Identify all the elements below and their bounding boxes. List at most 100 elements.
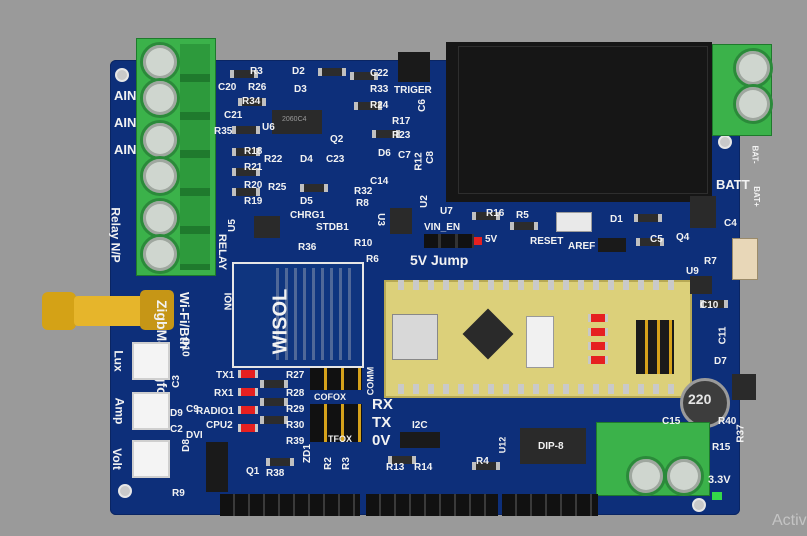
- terminal-screw: [140, 42, 180, 82]
- label-3v3: 3.3V: [708, 474, 731, 486]
- ref-r23: R23: [392, 130, 411, 141]
- label-relay: RELAY: [216, 233, 229, 271]
- label-ain-3: AIN: [114, 142, 137, 157]
- ref-d2: D2: [292, 66, 305, 77]
- ref-r18: R18: [244, 146, 263, 157]
- label-aref: AREF: [568, 241, 596, 252]
- smd-part: [318, 68, 346, 76]
- mounting-hole: [115, 68, 129, 82]
- ref-d4: D4: [300, 154, 313, 165]
- power-led: [712, 492, 722, 500]
- ref-d6: D6: [378, 148, 391, 159]
- ref-c2: C2: [170, 424, 183, 435]
- label-coil: 220: [688, 391, 712, 407]
- amp-sensor: [132, 392, 170, 430]
- ref-c23: C23: [326, 154, 345, 165]
- reset-button[interactable]: [556, 212, 592, 232]
- smd-part: [238, 98, 266, 106]
- ref-d10: D10: [179, 338, 191, 357]
- label-0v: 0V: [372, 432, 391, 449]
- ref-c20: C20: [218, 82, 237, 93]
- smd-part: [472, 212, 500, 220]
- smd-part: [232, 148, 260, 156]
- terminal-screw: [140, 120, 180, 160]
- label-amp: Amp: [112, 397, 127, 425]
- ic-u9: [690, 276, 712, 294]
- ref-r27: R27: [286, 370, 305, 381]
- ref-r5: R5: [516, 210, 529, 221]
- smd-part: [260, 398, 288, 406]
- ref-r26: R26: [248, 82, 267, 93]
- dvi-header: [206, 442, 228, 492]
- ref-r24: R24: [370, 100, 389, 111]
- ref-q2: Q2: [330, 134, 344, 145]
- ref-c3: C3: [170, 375, 182, 388]
- label-chip-mark: 2060C4: [282, 116, 307, 123]
- label-ion: ION: [221, 292, 233, 311]
- ref-u2: U2: [418, 195, 430, 208]
- ref-c7: C7: [398, 150, 411, 161]
- ref-r14: R14: [414, 462, 433, 473]
- ref-zd1: ZD1: [301, 444, 313, 463]
- tx-led: [238, 370, 258, 378]
- ref-r20: R20: [244, 180, 263, 191]
- ref-c4: C4: [724, 218, 737, 229]
- ref-cpu2: CPU2: [206, 420, 233, 431]
- ref-chrg1: CHRG1: [290, 210, 326, 221]
- label-bat-plus: BAT+: [751, 186, 761, 207]
- ref-r8: R8: [356, 198, 369, 209]
- ref-r25: R25: [268, 182, 287, 193]
- activation-watermark: Activ: [772, 512, 807, 529]
- ref-c8: C8: [424, 151, 436, 164]
- ref-radio1: RADIO1: [196, 406, 234, 417]
- smd-part: [260, 416, 288, 424]
- ref-d3: D3: [294, 84, 307, 95]
- label-i2c: I2C: [412, 420, 428, 431]
- smd-part: [354, 102, 382, 110]
- ref-r7: R7: [704, 256, 717, 267]
- label-ain-2: AIN: [114, 115, 137, 130]
- terminal-screw: [140, 234, 180, 274]
- ref-u6: U6: [262, 122, 275, 133]
- icsp-header: [636, 320, 674, 374]
- pin-row-top: [398, 280, 678, 290]
- ref-c22: C22: [370, 68, 389, 79]
- terminal-screw: [140, 78, 180, 118]
- ref-u12: U12: [497, 436, 508, 454]
- label-wisol: WISOL: [269, 288, 292, 355]
- smd-part: [372, 130, 400, 138]
- mounting-hole: [692, 498, 706, 512]
- ref-c21: C21: [224, 110, 243, 121]
- jst-connector: [732, 238, 758, 280]
- terminal-screw: [664, 456, 704, 496]
- smd-part: [636, 238, 664, 246]
- pin-row-bottom: [398, 384, 678, 394]
- ref-dvi: DVI: [186, 430, 203, 441]
- smd-part: [300, 184, 328, 192]
- reset-button-small[interactable]: [526, 316, 554, 368]
- label-tfox: TFOX: [328, 434, 352, 444]
- smd-part: [350, 72, 378, 80]
- terminal-screw: [733, 48, 773, 88]
- smd-part: [388, 456, 416, 464]
- smd-part: [232, 126, 260, 134]
- ref-c14: C14: [370, 176, 389, 187]
- label-reset: RESET: [530, 236, 564, 247]
- ref-r38: R38: [266, 468, 285, 479]
- ref-u5: U5: [226, 219, 238, 232]
- smd-part: [510, 222, 538, 230]
- ic-u6: [272, 110, 322, 134]
- ref-d7: D7: [714, 356, 727, 367]
- ref-r16: R16: [486, 208, 505, 219]
- ref-r13: R13: [386, 462, 405, 473]
- label-5v-jump: 5V Jump: [410, 252, 469, 268]
- smd-part: [232, 168, 260, 176]
- ref-u7: U7: [440, 206, 453, 217]
- label-triger: TRIGER: [394, 85, 432, 96]
- radio-led: [238, 406, 258, 414]
- ref-c11: C11: [717, 326, 729, 345]
- ref-r15: R15: [712, 442, 731, 453]
- status-led: [588, 328, 608, 336]
- label-relay-np: Relay N/P: [108, 207, 123, 263]
- usb-connector: [392, 314, 438, 360]
